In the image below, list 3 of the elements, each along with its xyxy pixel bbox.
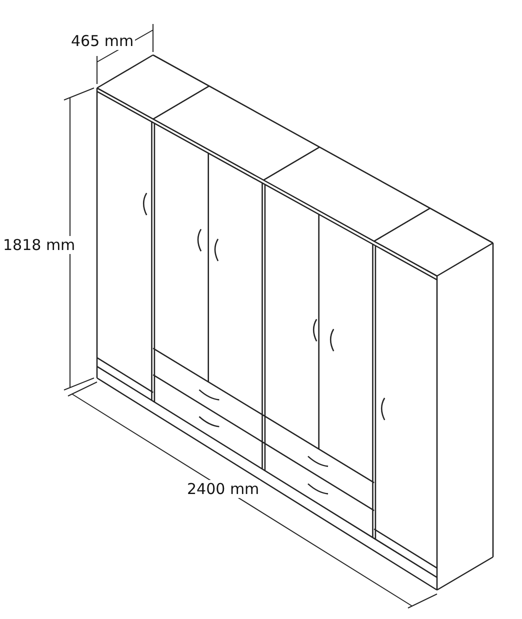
dimension-label: 2400 mm [186,480,260,498]
dimension-label: 1818 mm [2,236,76,254]
dimension-label: 465 mm [70,32,135,50]
